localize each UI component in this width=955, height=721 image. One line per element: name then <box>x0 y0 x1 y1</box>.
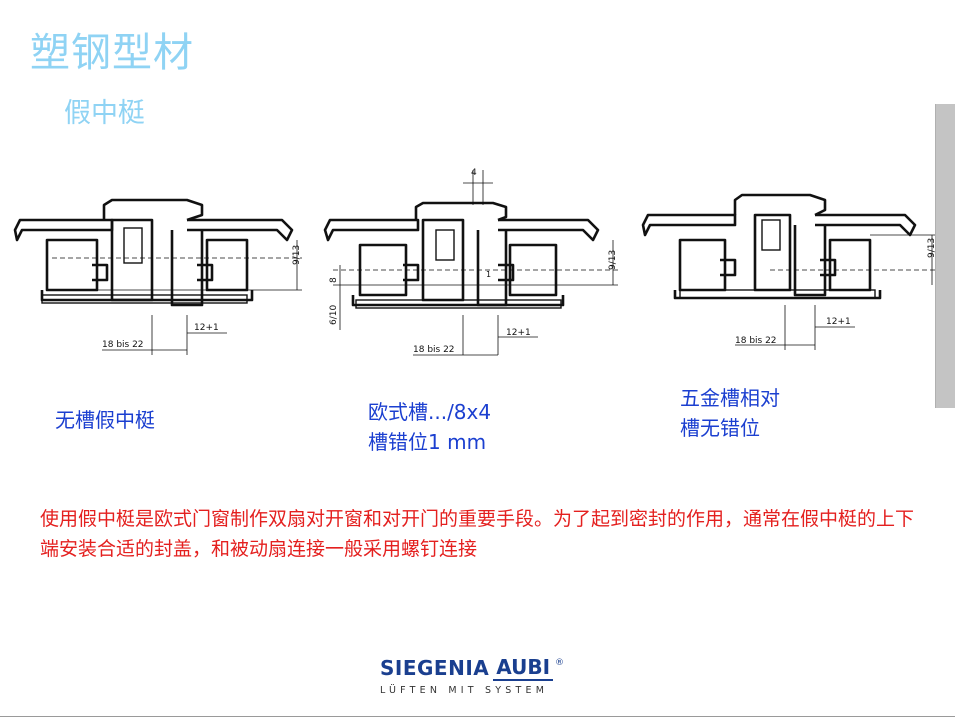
profile-inner-rect <box>435 229 455 261</box>
profile-drawing-2: 4 9/13 1 8 6/10 12+1 18 bis 22 <box>323 168 618 356</box>
profile-outline-left-chamber <box>678 238 727 292</box>
profile-outline-top-cap <box>102 198 204 222</box>
dim-right: 9/13 <box>927 238 937 258</box>
profile-outline-slot-right <box>820 258 837 277</box>
dim-bottom-big: 18 bis 22 <box>102 340 144 350</box>
profile-outline-middle <box>110 218 154 302</box>
siegenia-aubi-logo: SIEGENIA AUBI ® LÜFTEN MIT SYSTEM <box>380 655 580 701</box>
profile-outline-top-cap <box>414 201 508 222</box>
profile-outline-right-chamber <box>508 243 558 297</box>
scrollbar[interactable] <box>935 104 955 408</box>
page-subtitle: 假中梃 <box>64 98 145 129</box>
logo-tagline: LÜFTEN MIT SYSTEM <box>380 685 549 696</box>
profile-grid <box>679 289 876 299</box>
profile-outline-slot-left <box>403 263 420 282</box>
dim-top: 4 <box>471 168 477 178</box>
profile-outline-slot-left <box>720 258 737 277</box>
profile-outline-left-chamber <box>358 243 408 297</box>
profile-inner-rect <box>761 219 781 251</box>
profile-outline-slot-right <box>498 263 515 282</box>
caption-profile-2: 欧式槽.../8x4 槽错位1 mm <box>368 397 491 457</box>
profile-drawing-3: 9/13 12+1 18 bis 22 <box>641 193 937 350</box>
caption-line: 无槽假中梃 <box>55 408 155 432</box>
caption-line: 槽错位1 mm <box>368 430 487 454</box>
caption-line: 五金槽相对 <box>680 386 780 410</box>
description-note: 使用假中梃是欧式门窗制作双扇对开窗和对开门的重要手段。为了起到密封的作用，通常在… <box>40 508 915 560</box>
profile-inner-rect <box>123 227 143 264</box>
profile-outline-left-wing <box>13 218 114 242</box>
profile-outline-right-wing <box>187 218 294 242</box>
caption-line: 槽无错位 <box>680 416 760 440</box>
profile-outline-base <box>351 295 565 307</box>
profile-outline-right-wing <box>815 213 917 237</box>
page-title: 塑钢型材 <box>30 30 194 76</box>
dim-bottom-small: 12+1 <box>194 323 219 333</box>
dim-left-lower: 6/10 <box>329 305 339 325</box>
profile-drawing-1: 9/13 12+1 18 bis 22 <box>13 198 302 355</box>
profile-outline-left-chamber <box>45 238 99 292</box>
profile-outline-slot-right <box>197 263 214 282</box>
dim-bottom-small: 12+1 <box>506 328 531 338</box>
caption-line: 欧式槽.../8x4 <box>368 400 492 424</box>
profile-outline-slot-left <box>92 263 109 282</box>
logo-brand-secondary: AUBI <box>493 655 554 681</box>
profile-outline-left-wing <box>641 213 737 237</box>
dim-left: 8 <box>329 277 339 283</box>
dim-bottom-small: 12+1 <box>826 317 851 327</box>
profile-grid <box>41 294 248 304</box>
caption-profile-3: 五金槽相对 槽无错位 <box>680 383 780 443</box>
dim-right: 9/13 <box>292 245 302 265</box>
dim-bottom-big: 18 bis 22 <box>413 345 455 355</box>
bottom-divider <box>0 716 955 717</box>
dim-bottom-big: 18 bis 22 <box>735 336 777 346</box>
profile-grid <box>355 299 562 309</box>
logo-registered-mark: ® <box>555 658 565 668</box>
profile-outline-middle <box>753 213 792 292</box>
profile-outline-left-wing <box>323 218 420 242</box>
dim-right: 9/13 <box>608 250 618 270</box>
caption-profile-1: 无槽假中梃 <box>55 405 155 435</box>
logo-brand: SIEGENIA <box>380 656 490 680</box>
dim-right-small: 1 <box>486 270 491 279</box>
profile-outline-right-wing <box>498 218 600 242</box>
profile-outline-center <box>476 230 508 307</box>
profile-outline-center <box>170 230 204 307</box>
profile-outline-top-cap <box>733 193 827 217</box>
